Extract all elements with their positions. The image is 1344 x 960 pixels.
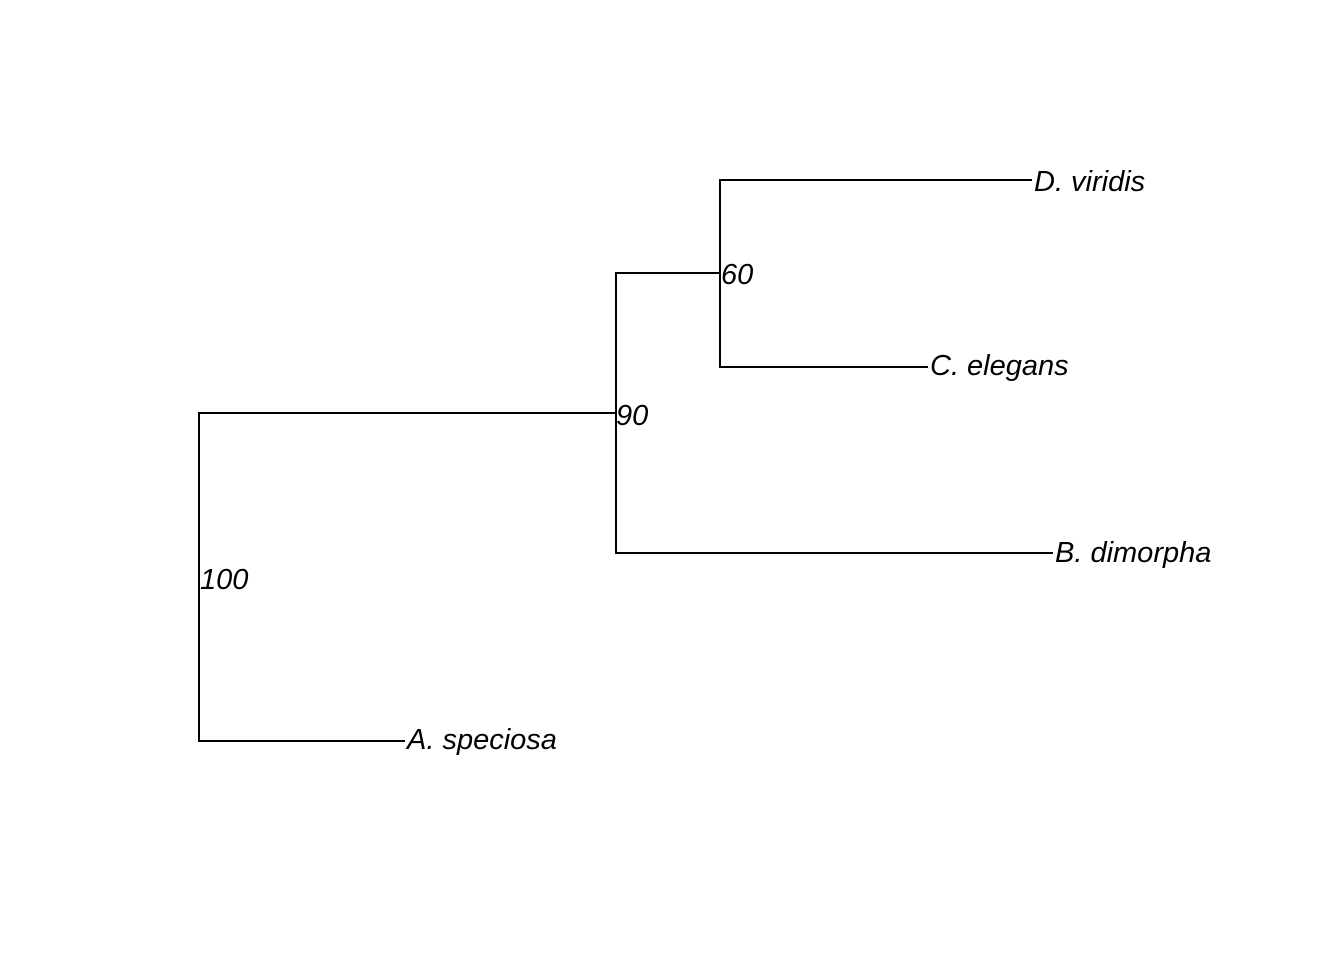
- tip-label-c-elegans: C. elegans: [930, 350, 1069, 382]
- tip-label-d-viridis: D. viridis: [1034, 166, 1145, 198]
- tip-label-a-speciosa: A. speciosa: [405, 724, 557, 756]
- node-support-label-clade-60: 60: [721, 259, 753, 291]
- tip-label-b-dimorpha: B. dimorpha: [1055, 537, 1211, 569]
- node-support-label-clade-90: 90: [616, 400, 648, 432]
- node-support-label-root: 100: [200, 564, 248, 596]
